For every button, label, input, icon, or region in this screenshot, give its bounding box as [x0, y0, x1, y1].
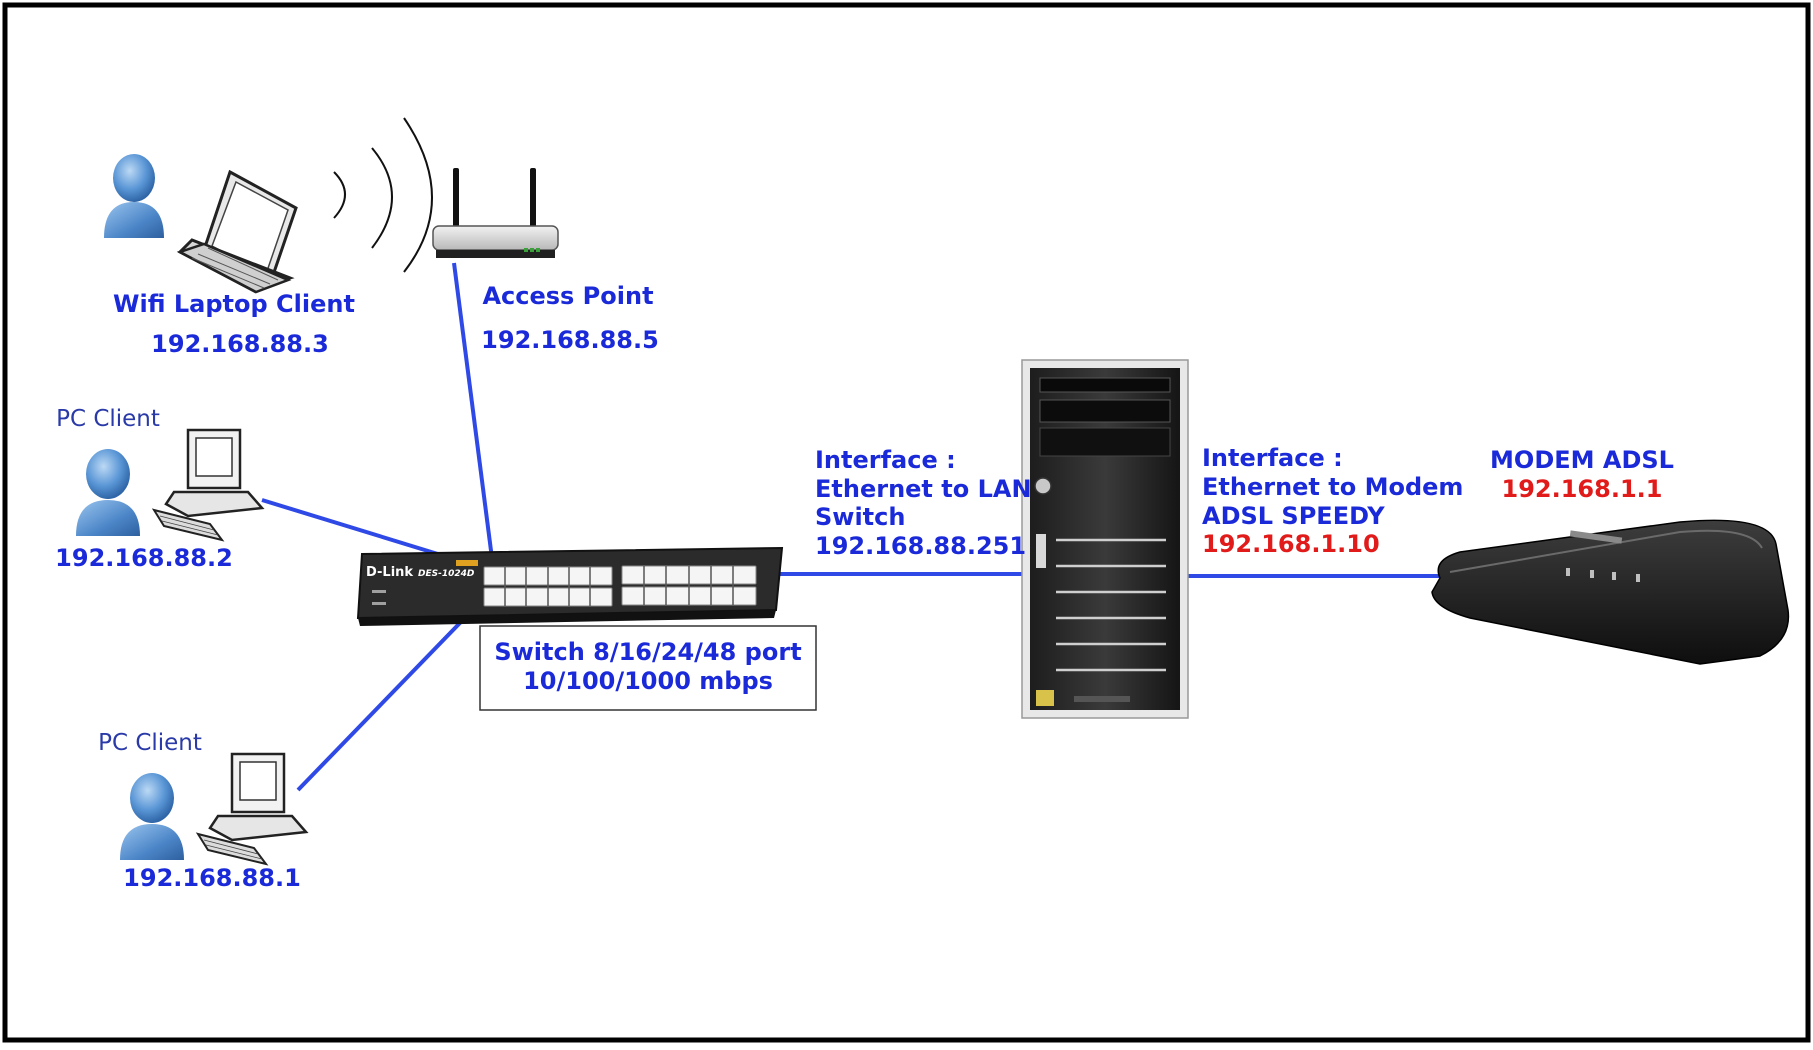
- pc-client-top-ip: 192.168.88.2: [55, 544, 233, 572]
- server-lan-ip: 192.168.88.251: [815, 532, 1026, 560]
- switch: D-Link DES-1024D: [356, 546, 817, 711]
- server: Interface : Ethernet to LAN Switch 192.1…: [815, 359, 1463, 719]
- wifi-laptop-title: Wifi Laptop Client: [113, 290, 355, 318]
- server-lan-line2: Ethernet to LAN: [815, 475, 1032, 503]
- server-wan-line2: Ethernet to Modem: [1202, 473, 1463, 501]
- wifi-laptop-ip: 192.168.88.3: [151, 330, 329, 358]
- server-wan-line1: Interface :: [1202, 444, 1343, 472]
- server-wan-line3: ADSL SPEEDY: [1202, 502, 1385, 530]
- modem: MODEM ADSL 192.168.1.1: [1431, 446, 1790, 665]
- link-pc-bottom-switch: [296, 592, 490, 792]
- link-ap-switch: [452, 262, 496, 575]
- access-point-icon: [432, 168, 559, 258]
- server-wan-ip: 192.168.1.10: [1202, 530, 1380, 558]
- switch-icon: D-Link DES-1024D: [356, 546, 784, 626]
- wifi-waves-icon: [333, 117, 433, 273]
- server-tower-icon: [1021, 359, 1189, 719]
- pc-client-bottom-ip: 192.168.88.1: [123, 864, 301, 892]
- access-point: Access Point 192.168.88.5: [432, 168, 659, 354]
- switch-caption-line2: 10/100/1000 mbps: [523, 667, 773, 695]
- switch-brand: D-Link: [366, 565, 413, 580]
- modem-ip: 192.168.1.1: [1502, 475, 1663, 503]
- pc-client-top: PC Client 192.168.88.2: [55, 406, 265, 572]
- switch-caption-box: [479, 625, 817, 711]
- laptop-icon: [176, 169, 298, 294]
- server-lan-line1: Interface :: [815, 446, 956, 474]
- desktop-pc-icon: [151, 428, 265, 542]
- server-lan-line3: Switch: [815, 503, 905, 531]
- switch-caption-line1: Switch 8/16/24/48 port: [494, 638, 801, 666]
- modem-title: MODEM ADSL: [1490, 446, 1674, 474]
- pc-client-bottom: PC Client 192.168.88.1: [98, 730, 309, 892]
- user-icon: [104, 154, 164, 238]
- access-point-title: Access Point: [482, 282, 653, 310]
- access-point-ip: 192.168.88.5: [481, 326, 659, 354]
- user-icon: [120, 773, 184, 860]
- user-icon: [76, 449, 140, 536]
- wifi-laptop-client: Wifi Laptop Client 192.168.88.3: [104, 154, 355, 358]
- adsl-modem-icon: [1431, 519, 1790, 665]
- switch-model: DES-1024D: [418, 569, 475, 579]
- pc-client-bottom-title: PC Client: [98, 730, 202, 756]
- pc-client-top-title: PC Client: [56, 406, 160, 432]
- desktop-pc-icon: [195, 752, 309, 866]
